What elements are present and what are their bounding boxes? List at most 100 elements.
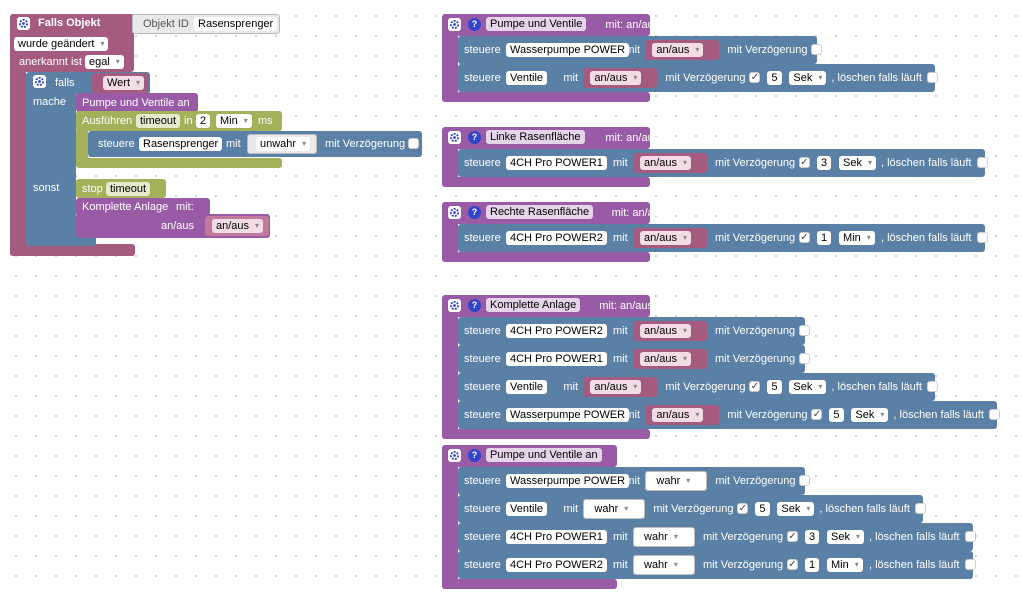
delay-number-field[interactable]: 5: [767, 380, 782, 394]
function-name-field[interactable]: Linke Rasenfläche: [486, 130, 585, 144]
delay-unit-dropdown[interactable]: Sek: [827, 530, 864, 544]
stop-timeout-field[interactable]: timeout: [106, 182, 151, 196]
function-name-field[interactable]: Pumpe und Ventile: [486, 17, 587, 31]
value-dropdown[interactable]: an/aus: [640, 231, 692, 245]
device-field[interactable]: 4CH Pro POWER2: [506, 231, 607, 245]
device-field[interactable]: 4CH Pro POWER2: [506, 324, 607, 338]
value-dropdown[interactable]: wahr: [640, 558, 682, 572]
delay-value-field[interactable]: 2: [196, 114, 211, 128]
device-field[interactable]: Wasserpumpe POWER: [506, 474, 630, 488]
delay-number-field[interactable]: 5: [767, 71, 782, 85]
function-name-field[interactable]: Komplette Anlage: [486, 298, 581, 312]
delay-unit-dropdown[interactable]: Sek: [789, 71, 827, 85]
function-spine: [442, 220, 458, 262]
function-name-field[interactable]: Rechte Rasenfläche: [486, 205, 594, 219]
value-dropdown[interactable]: an/aus: [652, 43, 704, 57]
if-label: falls: [55, 77, 75, 89]
value-dropdown[interactable]: wahr: [652, 474, 695, 488]
delay-checkbox[interactable]: ✓: [787, 531, 798, 542]
device-field[interactable]: Wasserpumpe POWER: [506, 43, 630, 57]
delay-number-field[interactable]: 3: [805, 530, 820, 544]
gear-icon[interactable]: [448, 299, 461, 312]
clear-if-running-checkbox[interactable]: [915, 503, 927, 514]
clear-if-running-label: , löschen falls läuft: [819, 503, 910, 515]
object-id-value[interactable]: Rasensprenger: [194, 17, 278, 31]
delay-number-field[interactable]: 5: [755, 502, 770, 516]
gear-icon[interactable]: [33, 75, 46, 88]
function-footer: [442, 429, 650, 439]
delay-number-field[interactable]: 5: [829, 408, 844, 422]
delay-checkbox[interactable]: ✓: [787, 559, 798, 570]
timeout-var-field[interactable]: timeout: [136, 114, 181, 128]
delay-unit-dropdown[interactable]: Sek: [839, 156, 876, 170]
delay-unit-dropdown[interactable]: Min: [839, 231, 875, 245]
delay-unit-dropdown[interactable]: Sek: [789, 380, 827, 394]
help-icon[interactable]: ?: [468, 206, 481, 219]
delay-checkbox[interactable]: ✓: [799, 157, 810, 168]
event-title: Falls Objekt: [38, 17, 101, 29]
call-complete-arg-dropdown[interactable]: an/aus: [212, 219, 264, 233]
value-dropdown[interactable]: wahr: [590, 502, 633, 516]
delay-unit-dropdown[interactable]: Sek: [851, 408, 889, 422]
help-icon[interactable]: ?: [468, 449, 481, 462]
delay-unit-dropdown[interactable]: Sek: [777, 502, 815, 516]
call-procedure-block[interactable]: [76, 93, 198, 112]
delay-checkbox[interactable]: ✓: [737, 503, 749, 514]
clear-if-running-checkbox[interactable]: [977, 157, 988, 168]
device-field[interactable]: Ventile: [506, 502, 548, 516]
gear-icon[interactable]: [448, 449, 461, 462]
value-dropdown[interactable]: an/aus: [640, 324, 692, 338]
gear-icon[interactable]: [448, 18, 461, 31]
delay-checkbox[interactable]: [799, 353, 810, 364]
clear-if-running-checkbox[interactable]: [989, 409, 1001, 420]
delay-number-field[interactable]: 1: [817, 231, 832, 245]
gear-icon[interactable]: [17, 17, 30, 30]
device-field[interactable]: 4CH Pro POWER2: [506, 558, 607, 572]
delay-checkbox[interactable]: ✓: [749, 381, 761, 392]
value-dropdown[interactable]: an/aus: [590, 380, 642, 394]
delay-checkbox[interactable]: [799, 475, 811, 486]
delay-unit-dropdown[interactable]: Min: [827, 558, 863, 572]
gear-icon[interactable]: [448, 206, 461, 219]
clear-if-running-checkbox[interactable]: [927, 72, 939, 83]
ack-dropdown[interactable]: egal: [85, 55, 124, 69]
clear-if-running-checkbox[interactable]: [965, 559, 976, 570]
trigger-dropdown[interactable]: wurde geändert: [14, 37, 109, 51]
function-name-field[interactable]: Pumpe und Ventile an: [486, 448, 602, 462]
if-condition-dropdown[interactable]: Wert: [103, 76, 145, 90]
device-field[interactable]: Ventile: [506, 71, 548, 85]
value-dropdown[interactable]: an/aus: [640, 352, 692, 366]
device-field[interactable]: 4CH Pro POWER1: [506, 156, 607, 170]
function-params: mit: an/aus: [605, 19, 660, 31]
device-field[interactable]: 4CH Pro POWER1: [506, 530, 607, 544]
delay-number-field[interactable]: 1: [805, 558, 820, 572]
delay-checkbox[interactable]: [799, 325, 810, 336]
control-label: steuere: [464, 157, 501, 169]
control-target-field[interactable]: Rasensprenger: [139, 137, 223, 151]
help-icon[interactable]: ?: [468, 299, 481, 312]
help-icon[interactable]: ?: [468, 18, 481, 31]
delay-label: mit Verzögerung: [665, 72, 746, 84]
clear-if-running-checkbox[interactable]: [965, 531, 976, 542]
delay-checkbox[interactable]: ✓: [811, 409, 823, 420]
clear-if-running-checkbox[interactable]: [927, 381, 939, 392]
device-field[interactable]: 4CH Pro POWER1: [506, 352, 607, 366]
delay-checkbox[interactable]: ✓: [799, 232, 810, 243]
delay-unit-dropdown[interactable]: Min: [216, 114, 252, 128]
clear-if-running-checkbox[interactable]: [977, 232, 988, 243]
value-dropdown[interactable]: wahr: [640, 530, 682, 544]
clear-if-running-label: , löschen falls läuft: [869, 559, 960, 571]
call-complete-block[interactable]: [76, 198, 210, 216]
delay-number-field[interactable]: 3: [817, 156, 832, 170]
value-dropdown[interactable]: an/aus: [652, 408, 704, 422]
device-field[interactable]: Ventile: [506, 380, 548, 394]
control-value-dropdown[interactable]: unwahr: [256, 137, 311, 151]
value-dropdown[interactable]: an/aus: [590, 71, 642, 85]
gear-icon[interactable]: [448, 131, 461, 144]
delay-checkbox[interactable]: [811, 44, 823, 55]
value-dropdown[interactable]: an/aus: [640, 156, 692, 170]
control-delay-checkbox[interactable]: [408, 138, 419, 149]
help-icon[interactable]: ?: [468, 131, 481, 144]
delay-checkbox[interactable]: ✓: [749, 72, 761, 83]
device-field[interactable]: Wasserpumpe POWER: [506, 408, 630, 422]
